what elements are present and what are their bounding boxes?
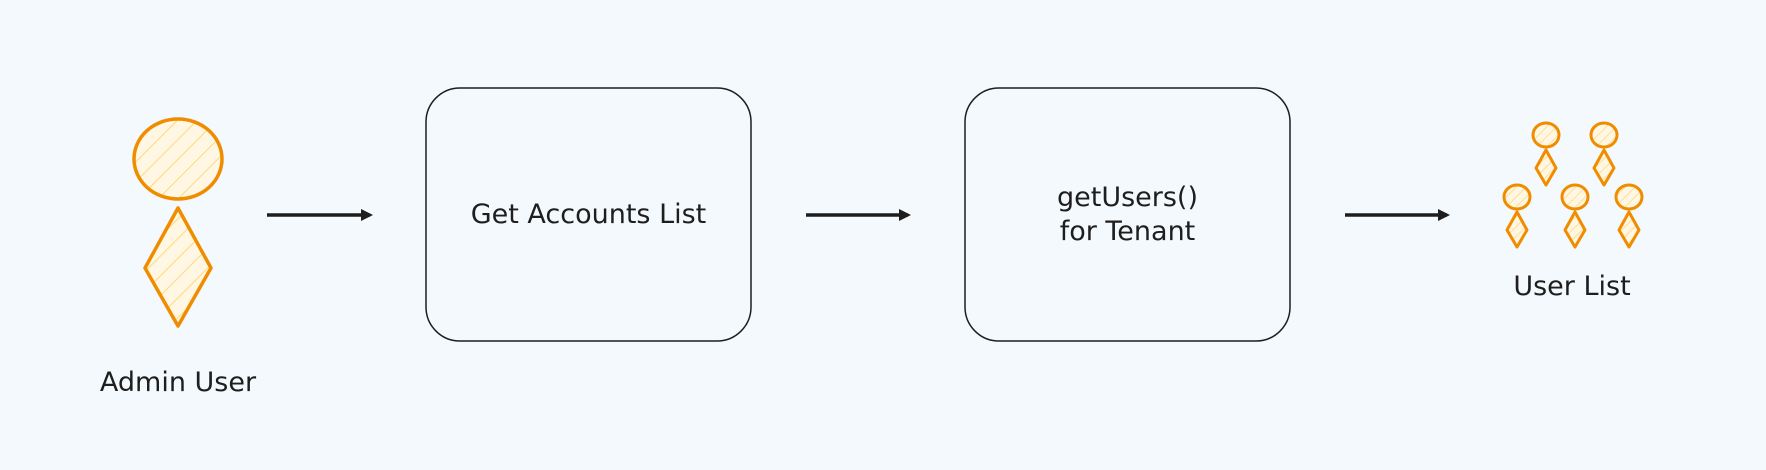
person-icon: [1589, 121, 1619, 187]
get-users-line1: getUsers(): [1056, 181, 1198, 213]
admin-user-label: Admin User: [99, 367, 257, 398]
person-icon: [1560, 183, 1590, 249]
get-accounts-text: Get Accounts List: [470, 198, 707, 230]
person-icon: [1614, 183, 1644, 249]
get-accounts-box: [425, 87, 752, 342]
user-list-label: User List: [1513, 271, 1631, 302]
user-group-icon: [1502, 121, 1644, 249]
person-icon: [1531, 121, 1561, 187]
get-users-box: [964, 87, 1291, 342]
person-icon: [1502, 183, 1532, 249]
admin-user-icon: [132, 117, 224, 328]
get-users-line2: for Tenant: [1059, 215, 1196, 247]
get-accounts-label: Get Accounts List: [426, 88, 751, 341]
get-users-label: getUsers() for Tenant: [965, 88, 1290, 341]
